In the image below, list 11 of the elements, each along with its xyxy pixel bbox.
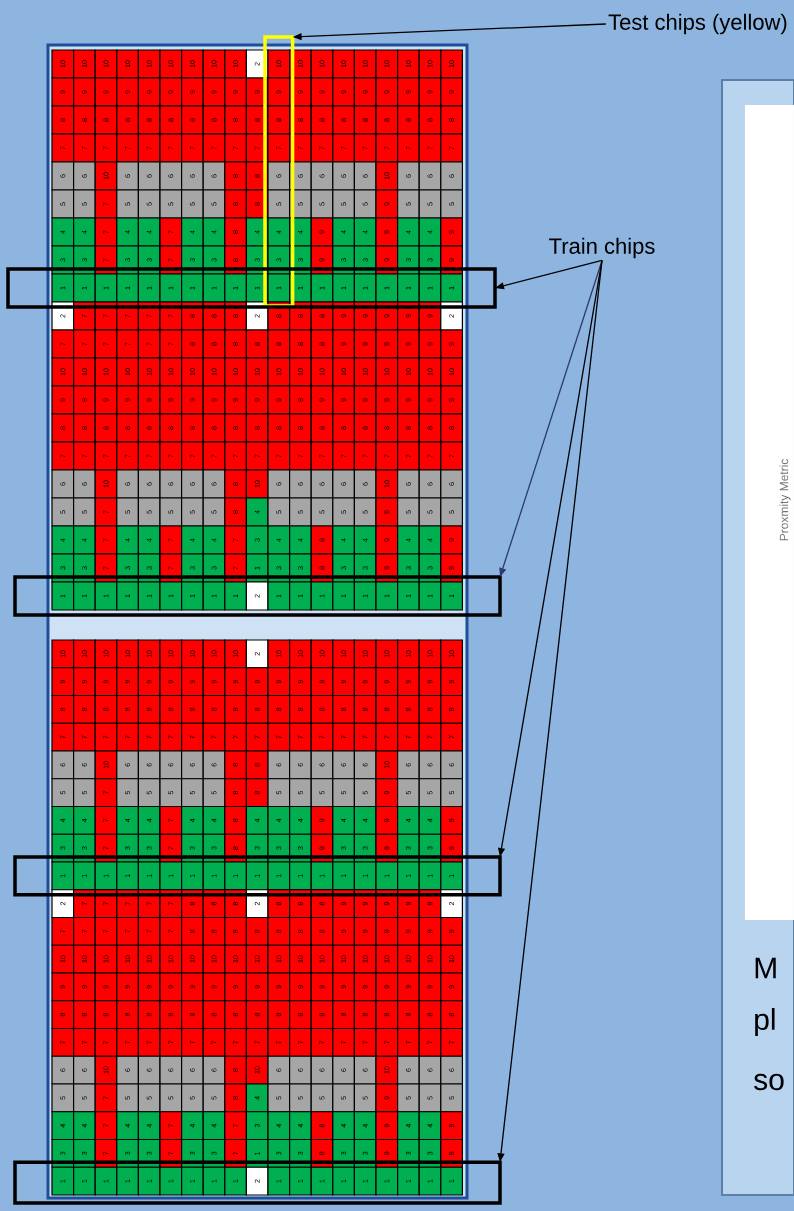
caption-text: M [755, 957, 776, 979]
highlight-box [263, 35, 295, 308]
annotation-label: Test chips (yellow) [608, 13, 787, 35]
selection-box [13, 1160, 502, 1205]
axis-title: Proxmity Metric [779, 459, 791, 541]
caption-text: so [754, 1073, 784, 1091]
selection-box [13, 855, 502, 897]
selection-box [6, 267, 497, 309]
annotation-label: Train chips [549, 237, 655, 259]
selection-box [13, 575, 502, 617]
caption-text: pl [755, 1008, 775, 1036]
